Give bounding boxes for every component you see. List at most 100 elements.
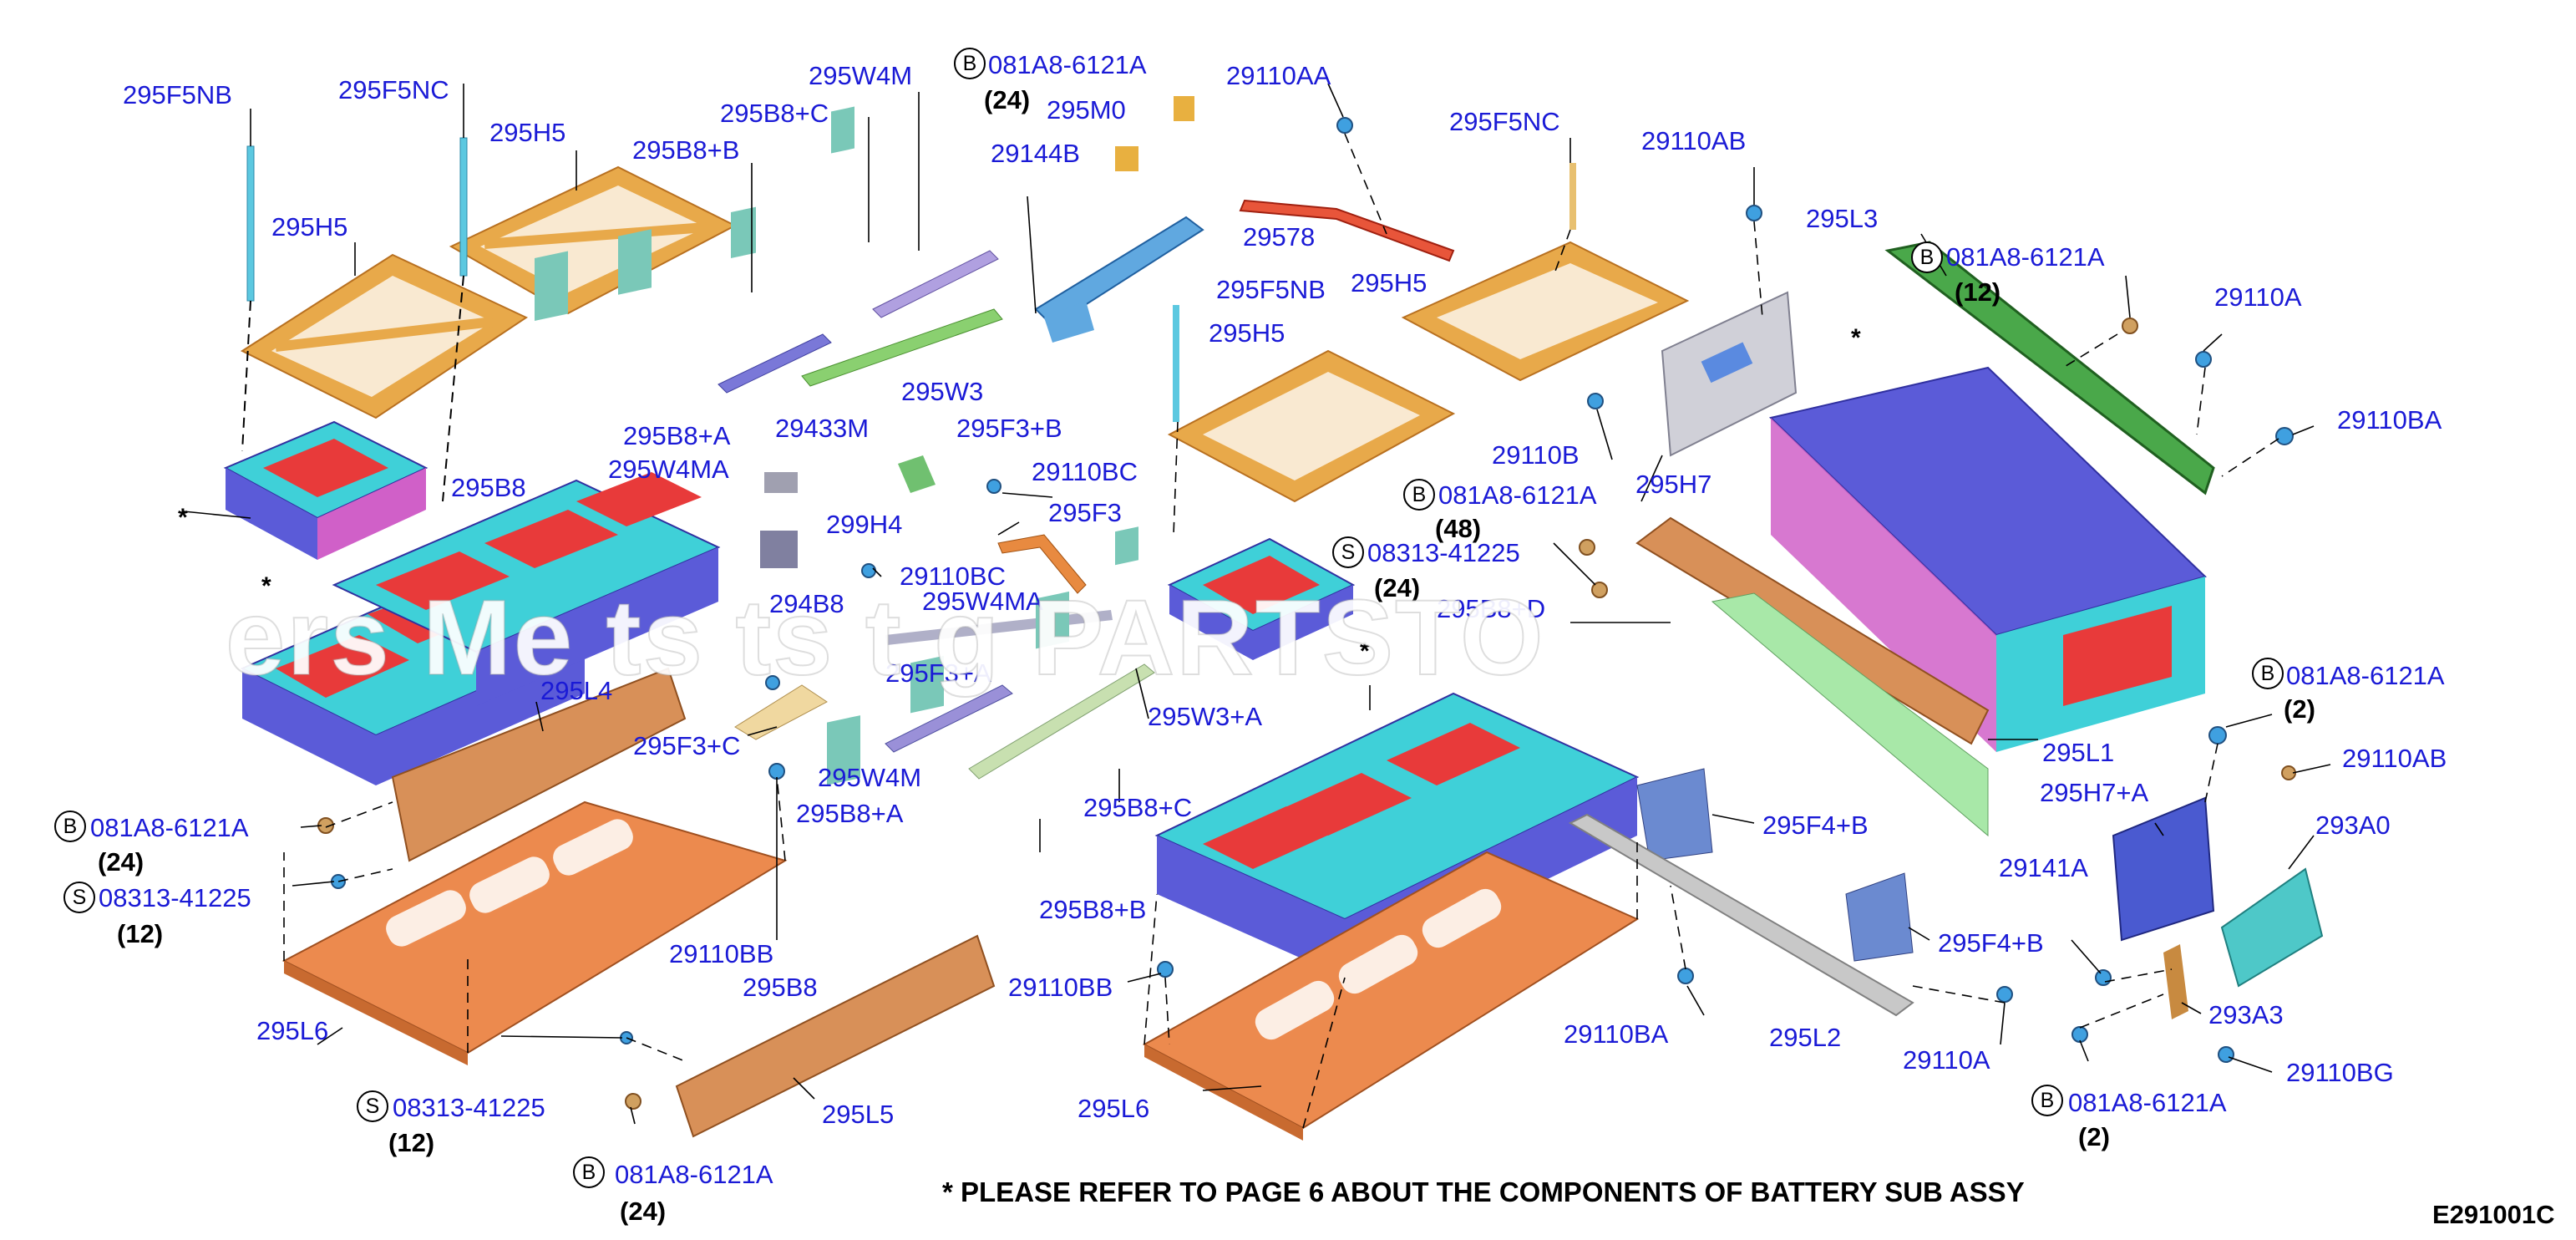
label-295F5NB: 295F5NB [1216,275,1326,304]
bolt-295F5NB-center [1173,305,1179,422]
label-29578: 29578 [1243,222,1316,252]
label-081A8-6121A: 081A8-6121A [1946,242,2105,272]
label-295W3-A: 295W3+A [1148,702,1263,731]
bracket-295F4+B-upper [1636,768,1713,861]
tray-295L6-left [281,800,788,1065]
qty: (24) [98,847,145,877]
label-081A8-6121A: 081A8-6121A [988,50,1147,79]
plate-295B8-low [827,715,860,785]
label-299H4: 299H4 [826,510,903,539]
label-295F3: 295F3 [1048,498,1122,527]
qty: (24) [620,1197,667,1226]
label-295L6: 295L6 [1078,1094,1150,1123]
label-29110BC: 29110BC [1032,457,1138,486]
label-295F5NC: 295F5NC [1449,107,1560,136]
bar-295W3 [801,308,1003,387]
qty: (24) [1374,573,1421,602]
qty: (2) [2284,694,2315,724]
label-295F3-B: 295F3+B [956,414,1062,443]
bar-295W4MA-top [718,333,832,394]
label-295B8-B: 295B8+B [632,135,740,165]
label-295B8-A: 295B8+A [796,799,904,828]
label-295L2: 295L2 [1769,1023,1842,1052]
bracket-295H5-center-right [1401,241,1690,382]
screw-symbol: S [63,882,95,913]
leader-lines [183,83,2331,1125]
label-295F3-C: 295F3+C [633,731,741,760]
battery-sub-assembly-large [1768,366,2207,752]
bracket-293A3 [2163,944,2188,1019]
label-081A8-6121A: 081A8-6121A [2286,661,2445,690]
battery-module-left-middle [332,472,721,706]
label-29433M: 29433M [775,414,870,443]
plate-295B8+A-low [910,655,944,714]
label-29110AB: 29110AB [2342,744,2447,773]
label-29144B: 29144B [991,139,1080,168]
label-293A3: 293A3 [2208,1000,2284,1029]
label-293A0: 293A0 [2315,811,2391,840]
plate-295B8+C-low [1115,526,1138,566]
label-295F3-A: 295F3+A [885,658,991,688]
screw-symbol: S [357,1090,388,1122]
battery-module-center-top [1167,537,1356,660]
bar-295W4M-top [872,250,999,318]
plate-295L5 [675,934,996,1138]
bracket-295H5-center-left [1167,349,1456,503]
asterisk-marker: * [261,572,271,600]
plate-295B8+A [618,229,652,295]
bar-295L2 [1568,813,1914,1017]
label-295F4-B: 295F4+B [1938,928,2044,958]
label-295B8: 295B8 [451,473,526,502]
label-081A8-6121A: 081A8-6121A [615,1160,773,1189]
bolt-symbol: B [1911,241,1943,273]
bolt-symbol: B [2252,658,2284,689]
label-081A8-6121A: 081A8-6121A [2068,1088,2227,1117]
label-295W3: 295W3 [901,377,984,406]
label-29141A: 29141A [1999,853,2088,882]
label-29110BB: 29110BB [1008,973,1113,1002]
qty: (48) [1435,514,1482,543]
bolt-295F5NC [459,137,468,277]
label-29110AA: 29110AA [1226,61,1331,90]
label-29110A: 29110A [1903,1045,1990,1075]
label-295W4M: 295W4M [809,61,913,90]
bracket-295H5-right [449,165,738,315]
bolt-symbol: B [954,48,986,79]
bracket-29578 [1239,199,1455,262]
label-29110BG: 29110BG [2286,1058,2394,1087]
bolt-symbol: B [1403,479,1435,511]
plate-295L1-green [1711,592,1989,837]
bar-295W3+A [968,663,1155,780]
footnote: * PLEASE REFER TO PAGE 6 ABOUT THE COMPO… [942,1176,2025,1207]
asterisk-marker: * [1360,638,1370,665]
label-081A8-6121A: 081A8-6121A [90,813,249,842]
label-295H7-A: 295H7+A [2040,778,2149,807]
label-29110BC: 29110BC [900,562,1006,591]
plate-295B8 [535,251,568,321]
label-294B8: 294B8 [769,589,844,618]
label-295B8-B: 295B8+B [1039,895,1147,924]
bracket-295H5-left [240,253,529,419]
label-295F4-B: 295F4+B [1762,811,1869,840]
part-29433M [764,472,798,493]
qty: (12) [117,919,164,948]
qty: (12) [1955,277,2001,307]
label-08313-41225: 08313-41225 [393,1093,545,1122]
label-295B8-C: 295B8+C [1083,793,1193,822]
plate-295B8+B-low [1036,591,1069,649]
label-295H5: 295H5 [489,118,566,147]
tray-295L6-center [1142,851,1640,1141]
qty: (12) [388,1128,435,1157]
harness-295F3+B [1034,96,1204,343]
bar-295W4M-low [885,684,1013,753]
bolt-295F5NC-center [1569,163,1576,230]
assembly-lines [283,133,2279,1129]
label-295W4MA: 295W4MA [608,455,729,484]
plate-295B8+B [731,206,756,259]
label-295B8-A: 295B8+A [623,421,731,450]
plate-295L4 [391,667,687,862]
label-295W4MA: 295W4MA [922,587,1043,616]
battery-module-left-top [223,420,428,560]
asterisk-marker: * [1851,324,1861,352]
